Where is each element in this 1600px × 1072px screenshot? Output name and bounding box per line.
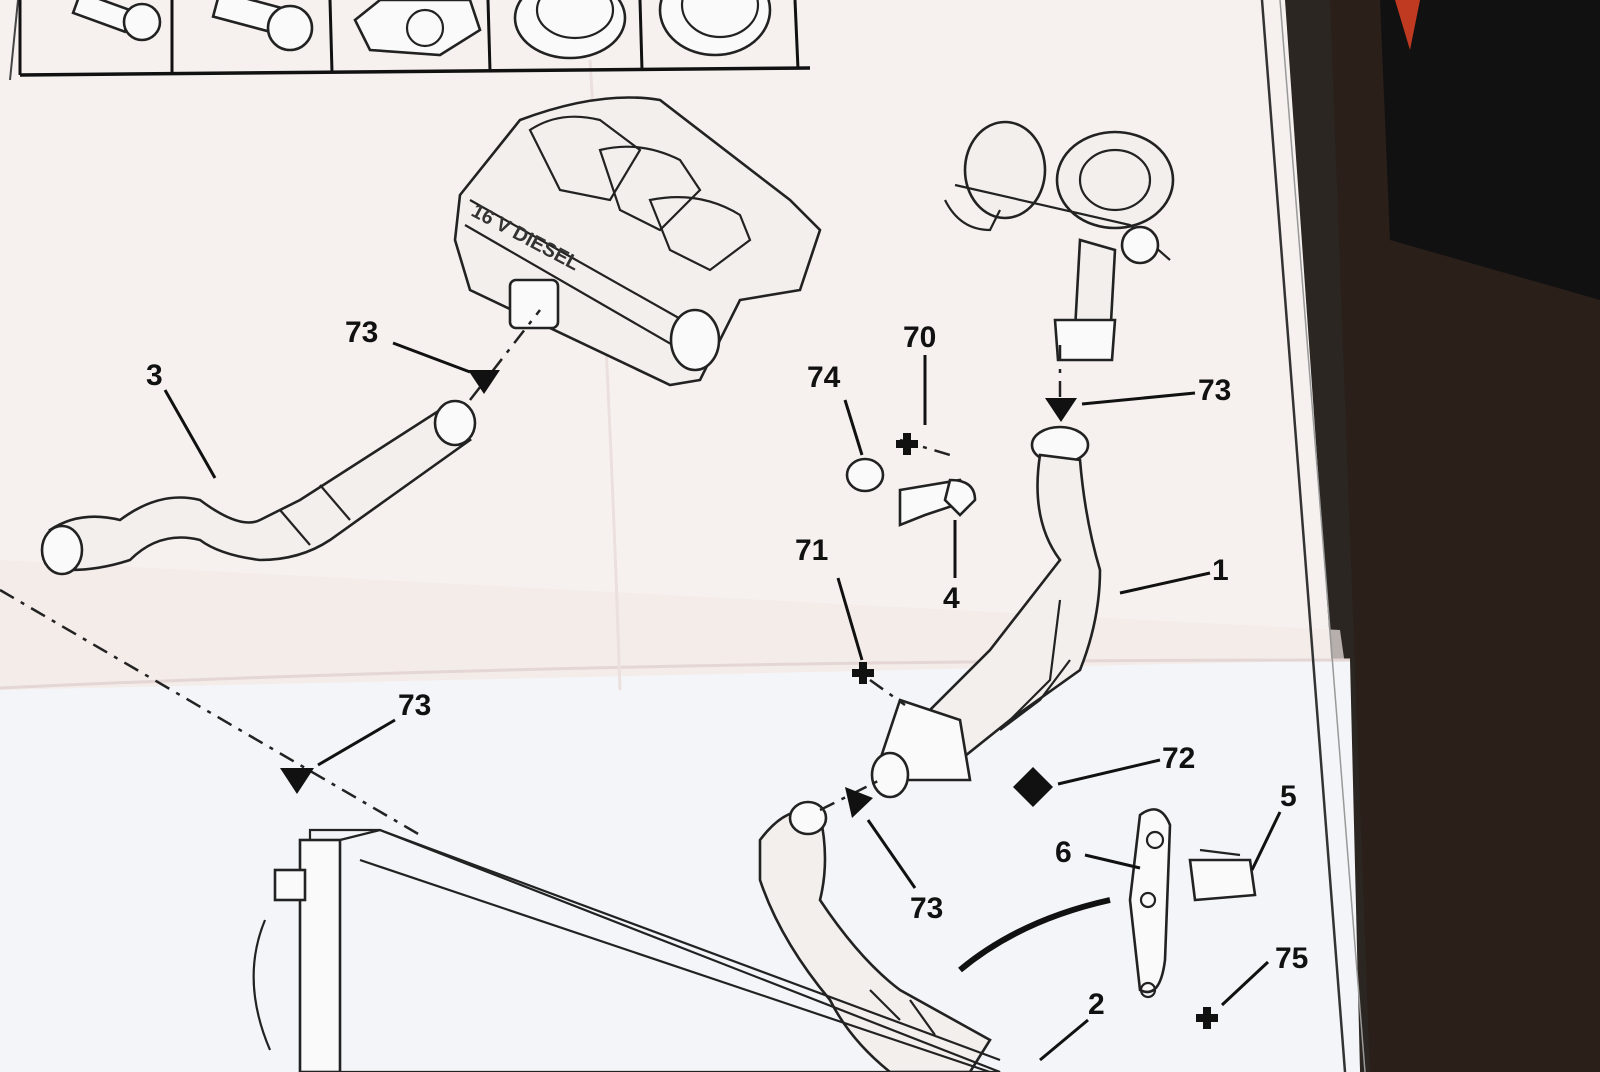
callout-1: 1 bbox=[1212, 554, 1229, 587]
egr-valve-assembly bbox=[944, 120, 1175, 362]
hose-2 bbox=[758, 800, 992, 1072]
cross-marker-icon bbox=[852, 662, 874, 684]
callout-74: 74 bbox=[807, 361, 841, 394]
clamp-ring-icon bbox=[658, 0, 772, 57]
bolt-long-icon bbox=[211, 0, 314, 52]
callout-labels: 73 3 70 74 73 71 4 1 73 72 5 6 73 75 2 bbox=[146, 316, 1308, 1021]
clip-5 bbox=[1188, 848, 1257, 902]
radiator bbox=[252, 828, 1001, 1072]
bolt-short-icon bbox=[71, 0, 162, 42]
hose-1 bbox=[870, 425, 1102, 799]
nut-icon bbox=[353, 0, 482, 57]
triangle-marker-icon bbox=[468, 370, 500, 394]
triangle-marker-icon bbox=[845, 787, 873, 818]
cap-74 bbox=[845, 457, 885, 493]
callout-73-egr: 73 bbox=[1198, 374, 1231, 407]
callout-6: 6 bbox=[1055, 836, 1072, 869]
callout-73-manifold: 73 bbox=[345, 316, 378, 349]
callout-4: 4 bbox=[943, 582, 960, 615]
clip-4 bbox=[898, 478, 977, 527]
triangle-marker-icon bbox=[1045, 398, 1077, 422]
hardware-legend-strip bbox=[18, 0, 811, 77]
markers bbox=[280, 370, 1218, 1029]
callout-5: 5 bbox=[1280, 780, 1297, 813]
diamond-marker-icon bbox=[1013, 767, 1053, 807]
hose-3 bbox=[40, 399, 477, 576]
washer-icon bbox=[513, 0, 627, 60]
leader-lines bbox=[163, 341, 1282, 1062]
triangle-marker-icon bbox=[280, 768, 314, 794]
callout-3: 3 bbox=[146, 359, 163, 392]
callout-72: 72 bbox=[1162, 742, 1195, 775]
callout-75: 75 bbox=[1275, 942, 1308, 975]
bracket-6 bbox=[958, 808, 1172, 999]
callout-2: 2 bbox=[1088, 988, 1105, 1021]
callout-73-radiator: 73 bbox=[398, 689, 431, 722]
cross-marker-icon bbox=[896, 433, 918, 455]
callout-71: 71 bbox=[795, 534, 828, 567]
intake-manifold: 16 V DIESEL bbox=[453, 96, 822, 387]
callout-73-lower: 73 bbox=[910, 892, 943, 925]
paper-sheet bbox=[0, 0, 1366, 1072]
callout-70: 70 bbox=[903, 321, 936, 354]
cross-marker-icon bbox=[1196, 1007, 1218, 1029]
